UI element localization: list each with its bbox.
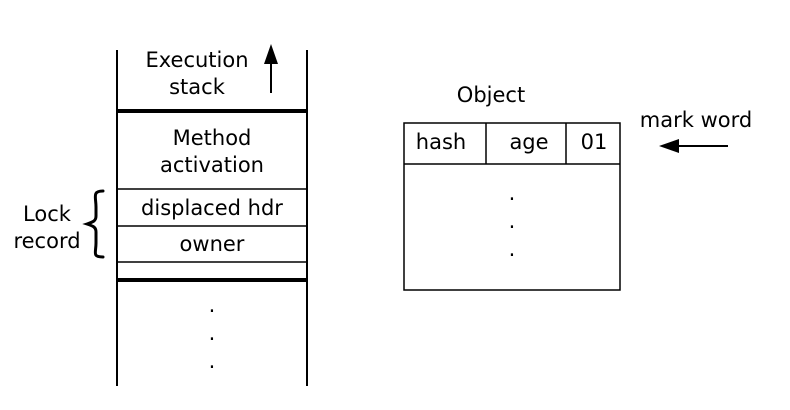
- lock-record: Lock record: [13, 189, 105, 259]
- stack-growth-arrow: [264, 44, 278, 93]
- lock-record-label-line2: record: [13, 229, 80, 253]
- execution-stack-label-line2: stack: [169, 75, 226, 99]
- mark-word-lock-bits-field: 01: [581, 130, 608, 154]
- stack-ellipsis-dot-1: .: [209, 293, 216, 317]
- object: Object hash age 01 . . .: [403, 83, 621, 291]
- method-activation-label-line1: Method: [173, 126, 252, 150]
- displaced-hdr-cell: displaced hdr: [141, 196, 283, 220]
- method-activation-label-line2: activation: [160, 153, 264, 177]
- owner-cell: owner: [180, 232, 245, 256]
- stack-growth-arrow-head: [264, 44, 278, 64]
- lock-record-brace: [82, 189, 105, 259]
- object-ellipsis-dot-3: .: [509, 237, 516, 261]
- mark-word-pointer: mark word: [640, 108, 752, 153]
- stack-ellipsis-dot-2: .: [209, 321, 216, 345]
- lock-record-label-line1: Lock: [23, 202, 72, 226]
- mark-word-hash-field: hash: [416, 130, 466, 154]
- object-ellipsis-dot-2: .: [509, 209, 516, 233]
- object-title: Object: [457, 83, 525, 107]
- stack-ellipsis-dot-3: .: [209, 349, 216, 373]
- mark-word-label: mark word: [640, 108, 752, 132]
- object-ellipsis-dot-1: .: [509, 181, 516, 205]
- mark-word-age-field: age: [509, 130, 548, 154]
- execution-stack-label-line1: Execution: [145, 48, 248, 72]
- mark-word-arrow-head: [659, 139, 679, 153]
- object-box: [403, 122, 621, 291]
- execution-stack: Execution stack Method activation displa…: [116, 44, 308, 386]
